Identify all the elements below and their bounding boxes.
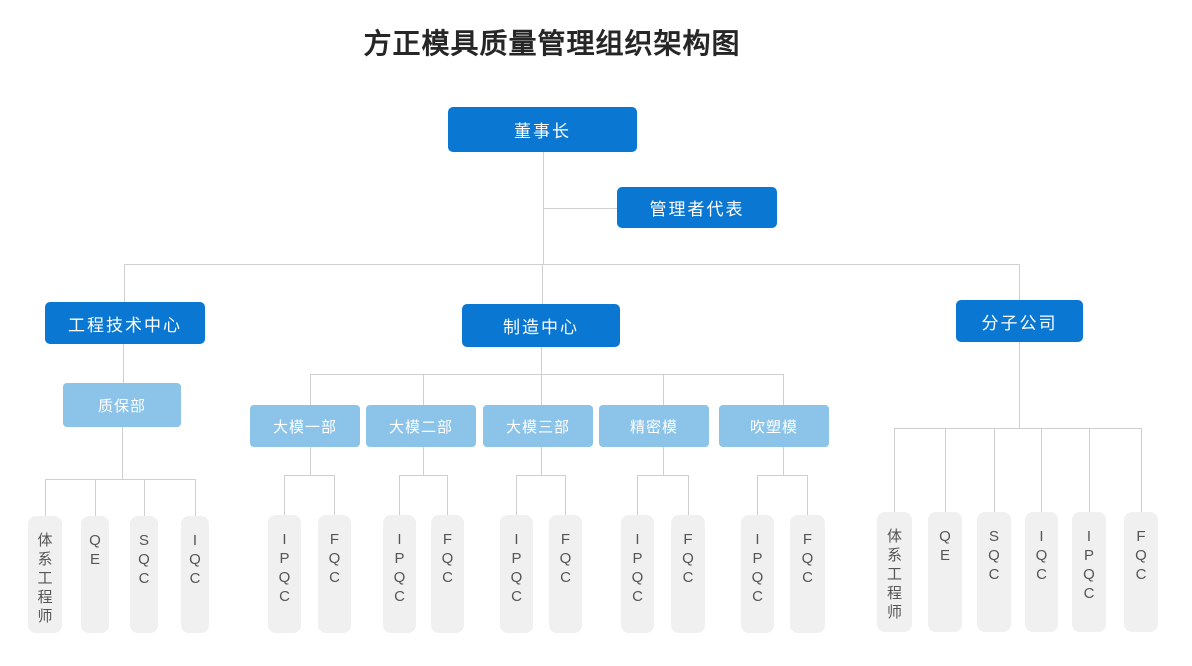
connector-line: [1089, 428, 1090, 512]
connector-line: [542, 264, 543, 304]
connector-line: [284, 475, 335, 476]
connector-line: [423, 447, 424, 475]
node-subsidiary: 分子公司: [956, 300, 1083, 342]
node-management-rep: 管理者代表: [617, 187, 777, 228]
connector-line: [637, 475, 689, 476]
node-qa-dept: 质保部: [63, 383, 181, 427]
connector-line: [1041, 428, 1042, 512]
connector-line: [310, 447, 311, 475]
connector-line: [95, 479, 96, 516]
node-engineering-center: 工程技术中心: [45, 302, 205, 344]
node-mfg-dept-5: 吹塑模: [719, 405, 829, 447]
node-mfg-dept-2: 大模二部: [366, 405, 476, 447]
connector-line: [310, 374, 311, 405]
connector-line: [565, 475, 566, 515]
connector-line: [45, 479, 46, 516]
connector-line: [541, 447, 542, 475]
connector-line: [688, 475, 689, 515]
node-mfg-dept-1: 大模一部: [250, 405, 360, 447]
connector-line: [945, 428, 946, 512]
connector-line: [541, 347, 542, 374]
connector-line: [1019, 264, 1020, 300]
node-mfg-dept-3: 大模三部: [483, 405, 593, 447]
connector-line: [423, 374, 424, 405]
connector-line: [994, 428, 995, 512]
connector-line: [757, 475, 758, 515]
connector-line: [663, 374, 664, 405]
connector-line: [310, 374, 784, 375]
connector-line: [144, 479, 145, 516]
node-chairman: 董事长: [448, 107, 637, 152]
node-manufacturing-center: 制造中心: [462, 304, 620, 347]
connector-line: [894, 428, 1142, 429]
connector-line: [399, 475, 400, 515]
connector-line: [783, 447, 784, 475]
connector-line: [516, 475, 517, 515]
connector-line: [516, 475, 566, 476]
connector-line: [334, 475, 335, 515]
connector-line: [757, 475, 808, 476]
connector-line: [447, 475, 448, 515]
connector-line: [663, 447, 664, 475]
connector-line: [894, 428, 895, 512]
connector-line: [124, 264, 1020, 265]
connector-line: [284, 475, 285, 515]
connector-line: [543, 208, 617, 209]
connector-line: [123, 344, 124, 383]
connector-line: [195, 479, 196, 516]
node-qa-team-systems-engineer: 体系工程师: [28, 516, 62, 633]
connector-line: [399, 475, 448, 476]
connector-line: [124, 264, 125, 302]
connector-line: [1141, 428, 1142, 512]
connector-line: [541, 374, 542, 405]
connector-line: [637, 475, 638, 515]
connector-line: [45, 479, 196, 480]
connector-line: [122, 427, 123, 479]
node-mfg-dept-4: 精密模: [599, 405, 709, 447]
chart-title: 方正模具质量管理组织架构图: [363, 28, 741, 59]
node-subsidiary-systems-engineer: 体系工程师: [877, 512, 912, 632]
connector-line: [807, 475, 808, 515]
connector-line: [1019, 342, 1020, 428]
connector-line: [783, 374, 784, 405]
